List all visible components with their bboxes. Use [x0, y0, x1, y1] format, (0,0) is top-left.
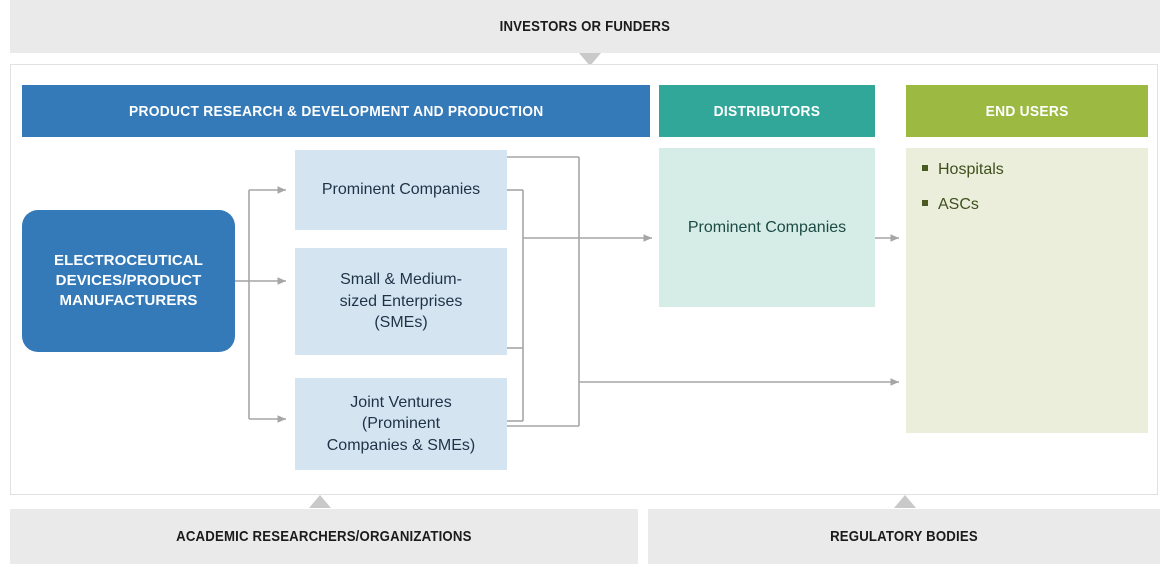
academic-up-arrow-icon	[309, 495, 331, 508]
node-prominent-companies-label: Prominent Companies	[321, 181, 481, 199]
list-item: Hospitals	[922, 160, 1148, 181]
investors-or-funders-label: INVESTORS OR FUNDERS	[499, 18, 671, 35]
academic-researchers-bar: ACADEMIC RESEARCHERS/ORGANIZATIONS	[10, 509, 638, 564]
node-joint-ventures-label: Joint Ventures (Prominent Companies & SM…	[326, 393, 476, 454]
regulatory-bodies-bar: REGULATORY BODIES	[648, 509, 1160, 564]
node-end-users-list: Hospitals ASCs	[906, 148, 1148, 433]
end-user-item-label: Hospitals	[938, 161, 1004, 178]
list-item: ASCs	[922, 195, 1148, 216]
column-header-distributors-label: DISTRIBUTORS	[713, 102, 821, 120]
end-user-item-label: ASCs	[938, 195, 979, 213]
node-joint-ventures: Joint Ventures (Prominent Companies & SM…	[295, 378, 507, 470]
column-header-end-users: END USERS	[906, 85, 1148, 137]
node-prominent-companies: Prominent Companies	[295, 150, 507, 230]
regulatory-bodies-label: REGULATORY BODIES	[830, 528, 978, 545]
column-header-product-rnd-label: PRODUCT RESEARCH & DEVELOPMENT AND PRODU…	[128, 102, 544, 120]
column-header-product-rnd: PRODUCT RESEARCH & DEVELOPMENT AND PRODU…	[22, 85, 650, 137]
node-distributor-prominent-companies: Prominent Companies	[659, 148, 875, 307]
column-header-end-users-label: END USERS	[985, 102, 1069, 120]
node-distributor-prominent-companies-label: Prominent Companies	[687, 218, 847, 236]
node-small-medium-enterprises: Small & Medium- sized Enterprises (SMEs)	[295, 248, 507, 355]
regulatory-up-arrow-icon	[894, 495, 916, 508]
node-electroceutical-manufacturers: ELECTROCEUTICAL DEVICES/PRODUCT MANUFACT…	[22, 210, 235, 352]
investors-or-funders-bar: INVESTORS OR FUNDERS	[10, 0, 1160, 53]
bullet-square-icon	[922, 165, 928, 171]
academic-researchers-label: ACADEMIC RESEARCHERS/ORGANIZATIONS	[176, 528, 472, 545]
node-small-medium-enterprises-label: Small & Medium- sized Enterprises (SMEs)	[339, 271, 463, 332]
investors-down-arrow-icon	[579, 53, 601, 66]
node-electroceutical-manufacturers-label: ELECTROCEUTICAL DEVICES/PRODUCT MANUFACT…	[54, 252, 203, 309]
bullet-square-icon	[922, 199, 928, 206]
column-header-distributors: DISTRIBUTORS	[659, 85, 875, 137]
